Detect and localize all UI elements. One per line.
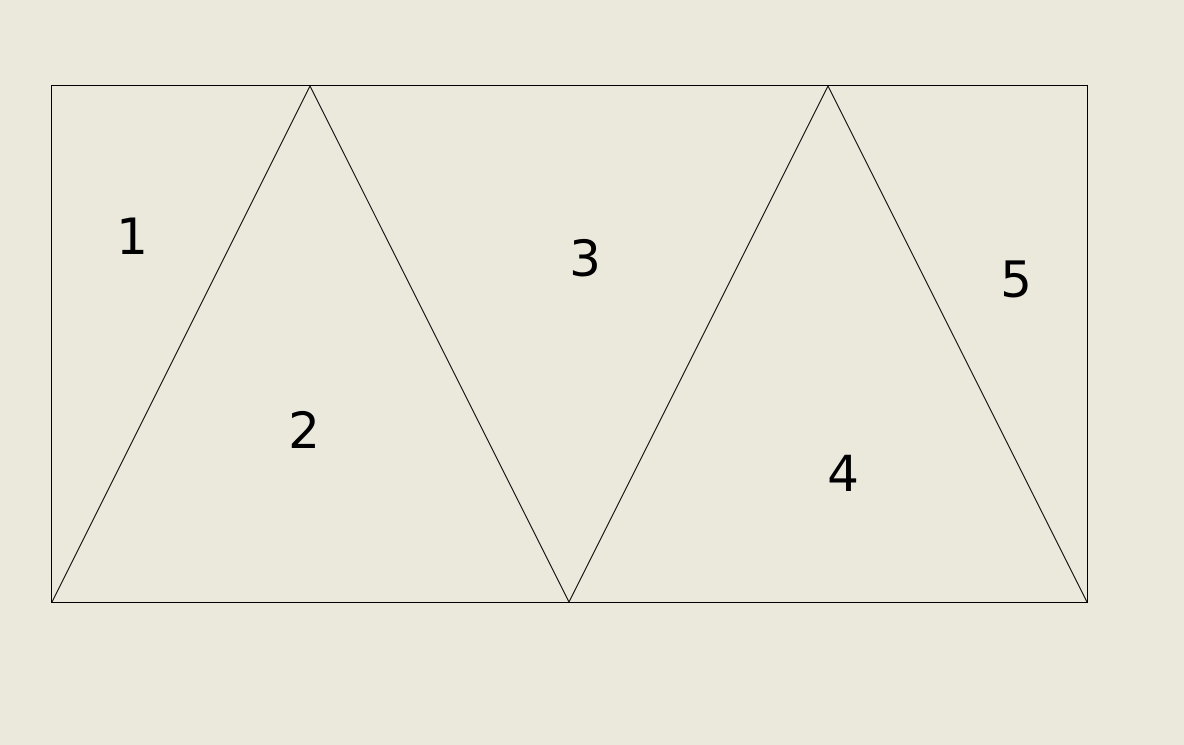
region-label-3: 3: [569, 230, 601, 288]
edge-line-4: [827, 85, 1088, 603]
edge-line-3: [568, 85, 829, 603]
edge-line-1: [51, 85, 311, 603]
region-label-5: 5: [1000, 251, 1032, 309]
outer-rectangle: [51, 85, 1088, 603]
region-label-2: 2: [288, 402, 320, 460]
edge-line-2: [309, 85, 570, 603]
region-label-1: 1: [116, 208, 148, 266]
region-label-4: 4: [827, 445, 859, 503]
